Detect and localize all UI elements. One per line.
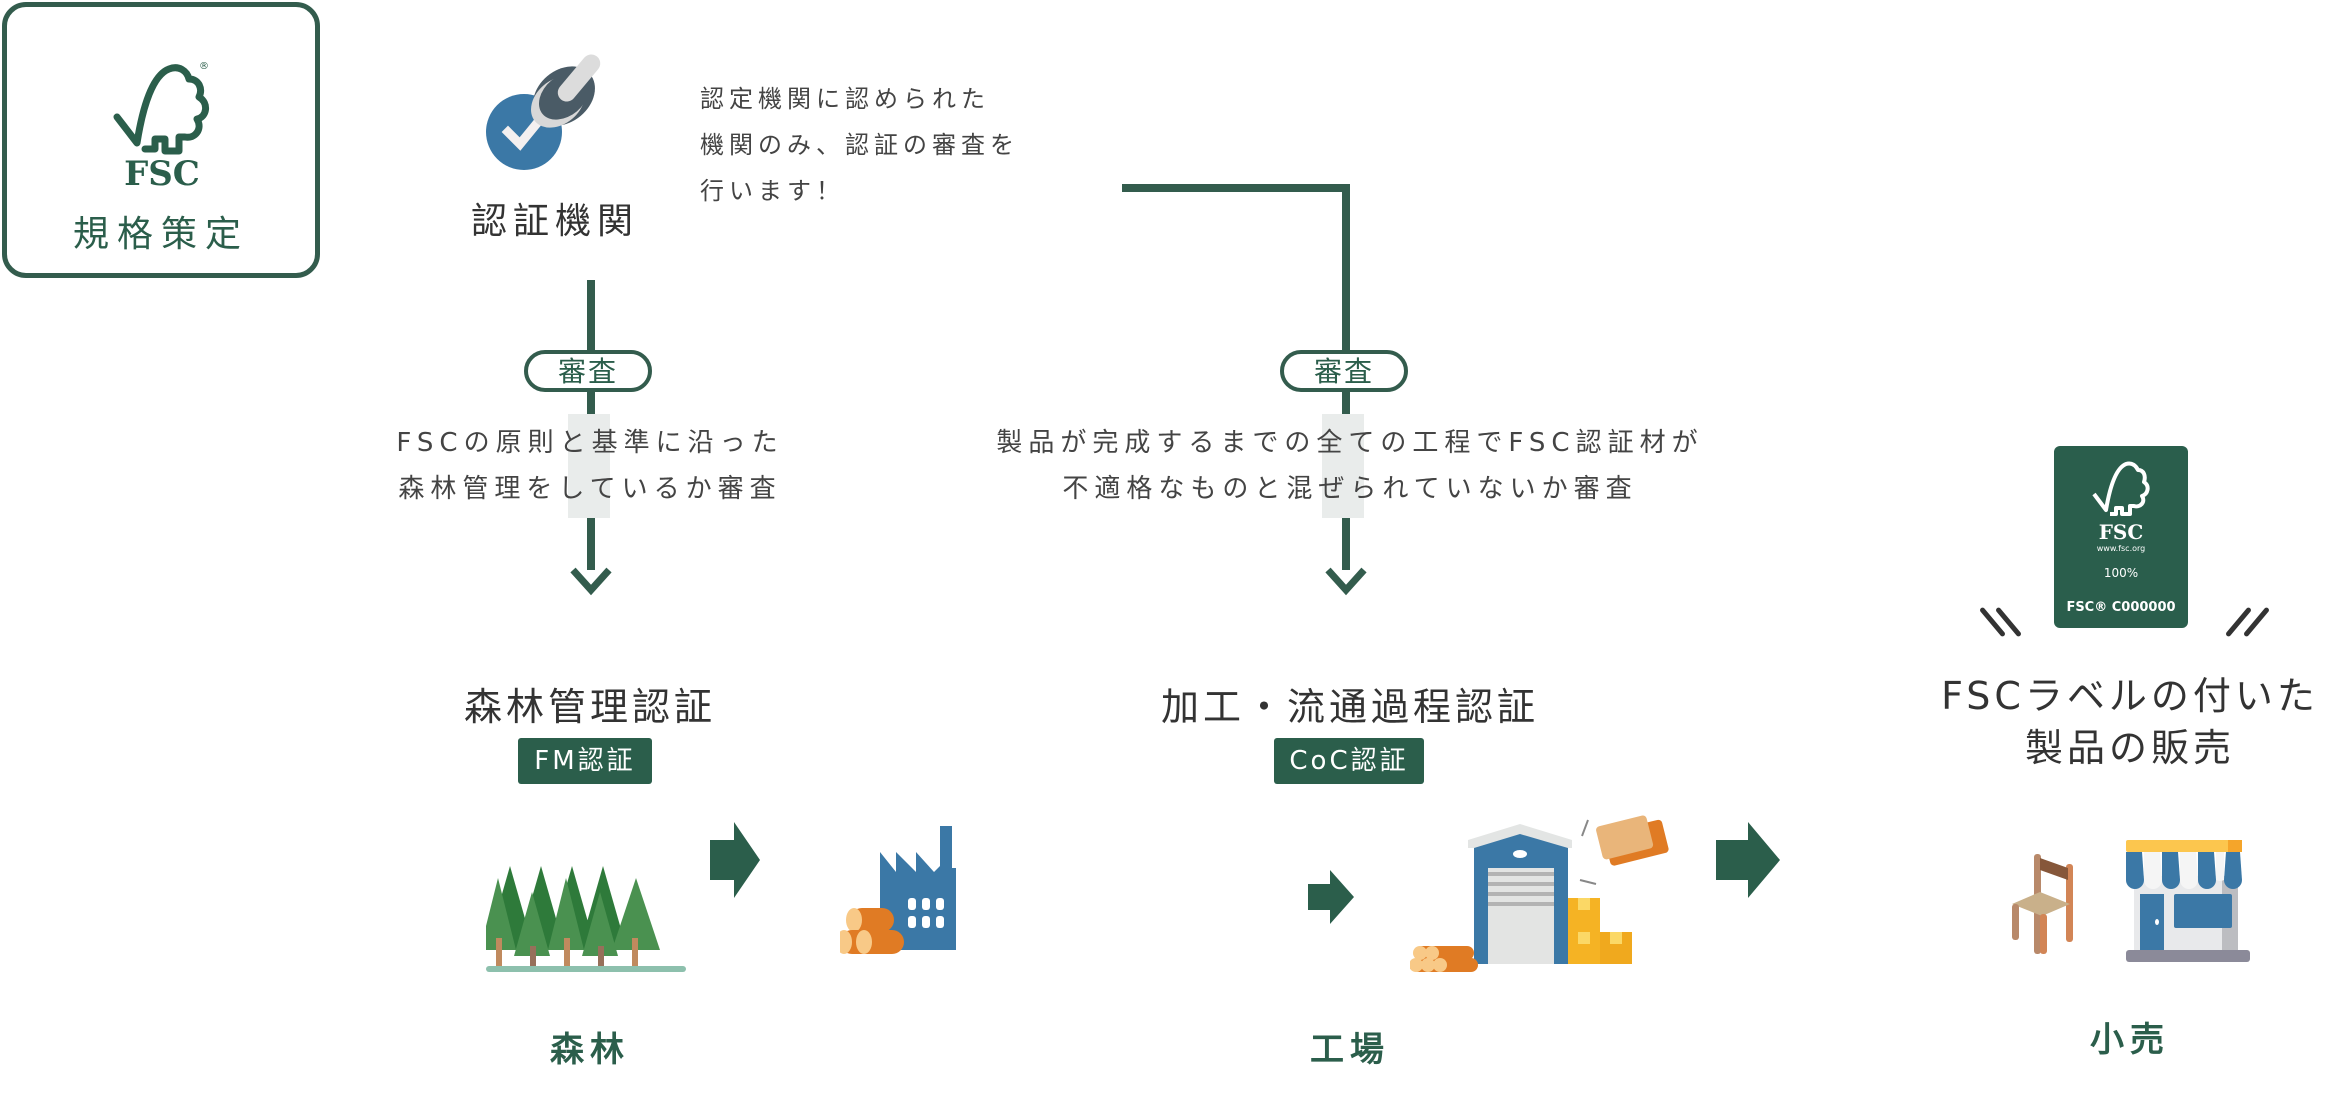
boxes-icon [1568,898,1632,964]
flow-arrow-icon [710,822,760,898]
lumber-icon [1596,815,1669,866]
label-url: www.fsc.org [2096,544,2146,553]
label-brand: FSC [2098,520,2144,544]
shop-icon [2012,840,2250,962]
certification-body-note: 認定機関に認められた 機関のみ、認証の審査を 行います！ [700,85,1019,205]
review-text-fm: FSCの原則と基準に沿った 森林管理をしているか審査 [396,428,784,504]
svg-text:FSC: FSC [124,154,200,189]
connector-line-horizontal [1122,184,1350,192]
cert-badge-coc: CoC認証 [1274,738,1424,784]
review-pill: 審査 [524,350,652,392]
sale-title: FSCラベルの付いた 製品の販売 [1941,674,2319,770]
arrow-down-icon [1325,567,1367,596]
cert-title-coc: 加工・流通過程認証 [1160,685,1539,729]
line-shade [568,414,610,518]
warehouse-icon [1410,815,1669,972]
arrow-down-icon [570,567,612,596]
stage-label-factory: 工場 [1310,1030,1390,1070]
logs-icon [840,908,904,954]
cert-title-fm: 森林管理認証 [463,685,716,729]
cert-badge-fm: FM認証 [518,738,652,784]
review-text-coc: 製品が完成するまでの全ての工程でFSC認証材が 不適格なものと混ぜられていないか… [996,428,1704,504]
flow-arrow-small-icon [1308,870,1354,924]
factory-icon [840,826,956,954]
flow-arrow-icon [1716,822,1780,898]
standard-setter-label: 規格策定 [72,214,249,255]
fsc-product-label: FSC www.fsc.org 100% FSC® C000000 [2054,446,2188,628]
label-percent: 100% [2103,566,2139,580]
label-code: FSC® C000000 [2066,600,2176,615]
forest-icon [486,866,686,972]
review-pill: 審査 [1280,350,1408,392]
line-shade [1322,414,1364,518]
logs-icon [1410,946,1478,972]
certification-body-label: 認証機関 [470,201,639,242]
fsc-tree-logo-icon: ® FSC [113,61,209,189]
svg-text:®: ® [199,61,209,72]
standard-setter-card: ® FSC 規格策定 [2,2,320,278]
chair-icon [2012,854,2073,954]
fsc-tree-logo-icon [2092,461,2150,516]
stage-label-forest: 森林 [550,1030,630,1070]
stamp-icon [486,54,601,170]
stage-label-retail: 小売 [2090,1020,2170,1060]
